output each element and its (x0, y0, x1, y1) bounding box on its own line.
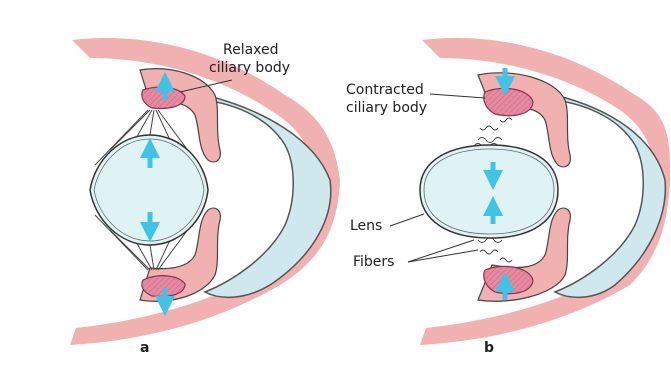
panel-b-label: b (484, 340, 494, 356)
panel-a-annotation-line1: Relaxed (223, 42, 279, 58)
panel-b-leader-ciliary (430, 94, 485, 98)
panel-a-label: a (140, 340, 149, 356)
panel-b-annotation-line2: ciliary body (346, 100, 427, 116)
panel-a: Relaxed ciliary body a (70, 38, 340, 356)
panel-b-lens-label: Lens (350, 218, 382, 234)
panel-b-leader-lens (390, 214, 424, 226)
panel-b-annotation-line1: Contracted (346, 82, 424, 98)
panel-b: Contracted ciliary body Lens Fibers b (346, 38, 670, 356)
panel-b-leader-fibers-2 (408, 250, 478, 262)
panel-b-leader-fibers-1 (408, 240, 474, 262)
panel-b-fibers-label: Fibers (353, 254, 394, 270)
panel-a-annotation-line2: ciliary body (209, 60, 290, 76)
panel-b-lens (420, 145, 558, 238)
